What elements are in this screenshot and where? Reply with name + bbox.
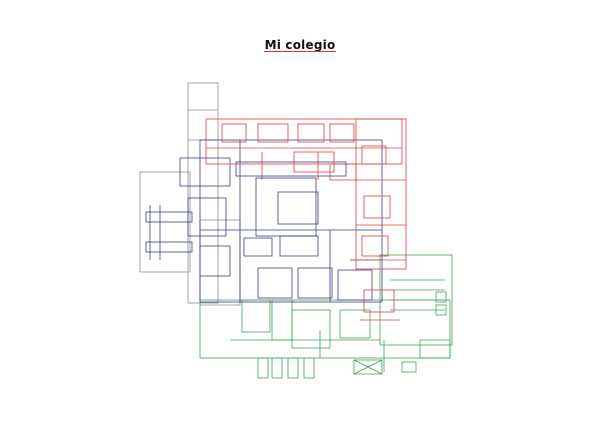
layer-green	[199, 254, 453, 379]
title-wrap: Mi colegio	[0, 34, 600, 53]
layer-red	[205, 118, 407, 321]
layer-blue	[145, 139, 383, 303]
title-underline	[264, 51, 336, 52]
layer-gray	[139, 82, 241, 306]
page-title: Mi colegio	[264, 38, 336, 52]
